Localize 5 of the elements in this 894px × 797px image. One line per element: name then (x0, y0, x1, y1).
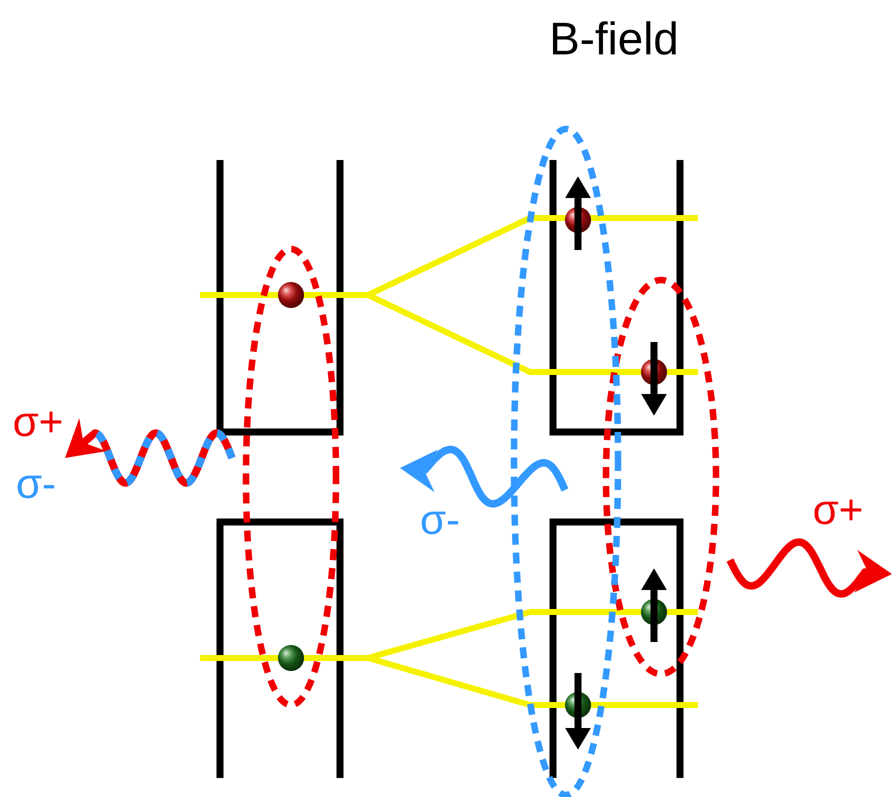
polarization-label: σ- (18, 476, 54, 498)
polarization-label: σ- (422, 512, 458, 534)
polarization-label: σ+ (14, 412, 62, 436)
field-label: B-field (553, 21, 676, 55)
polarization-label: σ+ (814, 500, 862, 524)
